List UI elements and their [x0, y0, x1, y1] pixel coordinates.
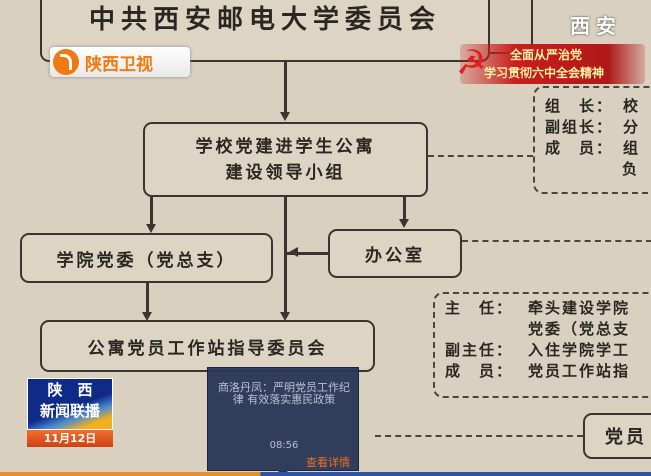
- channel-logo-text: 陕西卫视: [85, 54, 153, 75]
- channel-logo-icon: [53, 49, 79, 75]
- hammer-sickle-icon: ☭: [456, 43, 487, 83]
- news-date: 11月12日: [27, 430, 113, 447]
- committee-roles-box: [433, 292, 651, 398]
- leader-group-line1: 学校党建进学生公寓: [195, 136, 376, 157]
- dashed-connector: [462, 240, 651, 242]
- news-logo-line2: 新闻联播: [39, 402, 100, 420]
- leader-group-line2: 建设领导小组: [225, 162, 346, 183]
- arrow-icon: [142, 312, 152, 321]
- channel-logo: 陕西卫视: [50, 47, 190, 77]
- member-box: 党员: [583, 413, 651, 459]
- arrow-icon: [280, 312, 290, 321]
- view-details-link[interactable]: 查看详情: [306, 456, 350, 469]
- progress-strip: [0, 472, 651, 476]
- arrow-icon: [289, 247, 298, 257]
- connector: [284, 62, 287, 114]
- arrow-icon: [146, 224, 156, 233]
- popup-title[interactable]: 商洛丹凤：严明党员工作纪律 有效落实惠民政策: [218, 381, 350, 406]
- dashed-connector: [375, 435, 583, 437]
- committee-roles: 主 任：牵头建设学院 党委（党总支 副主任：入住学院学工 成 员：党员工作站指: [445, 299, 631, 380]
- news-popup[interactable]: 商洛丹凤：严明党员工作纪律 有效落实惠民政策 08:56 查看详情: [207, 367, 359, 471]
- top-org-label: 中共西安邮电大学委员会: [88, 5, 441, 35]
- banner-line2: 学习贯彻六中全会精神: [484, 66, 605, 80]
- leader-group-box: 学校党建进学生公寓 建设领导小组: [143, 122, 428, 197]
- group-roles: 组 长：校 副组长：分 成 员：组 负: [545, 97, 641, 178]
- banner-line1: 全面从严治党: [510, 48, 583, 62]
- arrow-icon: [280, 112, 290, 121]
- news-logo: 陕 西 新闻联播 11月12日: [27, 378, 113, 448]
- news-logo-line1: 陕 西: [47, 381, 93, 399]
- party-banner: ☭ 全面从严治党 学习贯彻六中全会精神: [456, 44, 645, 84]
- dashed-connector: [428, 155, 533, 157]
- arrow-icon: [399, 219, 409, 228]
- city-watermark: 西安: [570, 14, 622, 38]
- committee-box: 公寓党员工作站指导委员会: [40, 320, 375, 372]
- popup-time: 08:56: [269, 440, 299, 451]
- college-box: 学院党委（党总支）: [20, 233, 273, 283]
- group-roles-box: [533, 86, 651, 194]
- office-box: 办公室: [328, 229, 462, 278]
- connector: [531, 0, 533, 52]
